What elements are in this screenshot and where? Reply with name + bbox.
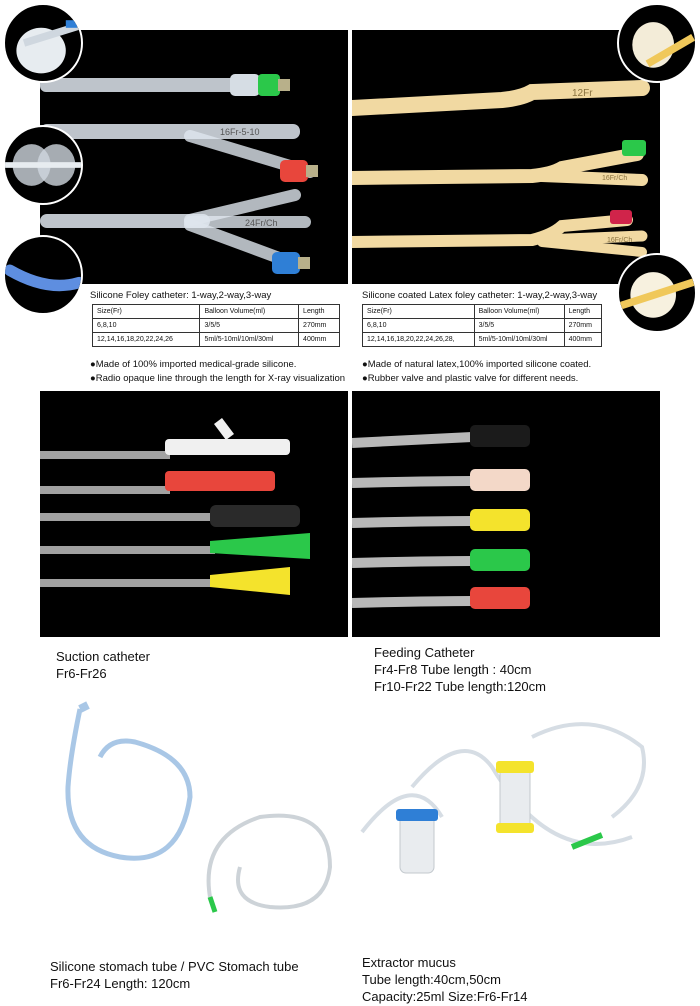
table-row: 6,8,10 3/5/5 270mm [91,318,340,333]
suction-catheter-illustration [40,418,310,595]
latex-foley-illustration: 12Fr 16Fr/Ch 16Fr/Ch [352,80,650,257]
cell-balloon: 3/5/5 [199,318,300,333]
cell-length: 400mm [298,332,340,347]
extractor-mucus-photo [352,697,660,947]
cell-size: 12,14,16,18,20,22,24,26 [91,332,201,347]
latex-3way-label: 16Fr/Ch [607,237,632,244]
silicone-foley-illustration: 16Fr-5-10 24Fr/Ch [40,74,318,274]
header-balloon: Balloon Volume(ml) [473,304,565,319]
latex-balloon-closeup-2 [617,253,697,333]
table-row: 12,14,16,18,20,22,24,26,28, 5ml/5-10ml/1… [362,332,603,347]
silicone-foley-spec-table: Size(Fr) Balloon Volume(ml) Length 6,8,1… [91,304,340,347]
silicone-2way-label: 16Fr-5-10 [220,127,260,137]
silicone-foley-title: Silicone Foley catheter: 1-way,2-way,3-w… [90,290,272,301]
product-spec: Tube length:40cm,50cm [362,972,501,987]
cell-size: 6,8,10 [91,318,201,333]
suction-catheter-caption: Suction catheter Fr6-Fr26 [56,648,150,682]
product-spec: Fr4-Fr8 Tube length : 40cm [374,662,532,677]
silicone-3way-label: 24Fr/Ch [245,218,278,228]
latex-balloon-closeup-1 [617,3,697,83]
extractor-mucus-caption: Extractor mucus Tube length:40cm,50cm Ca… [362,954,527,1005]
table-header-row: Size(Fr) Balloon Volume(ml) Length [362,304,603,319]
table-row: 12,14,16,18,20,22,24,26 5ml/5-10ml/10ml/… [91,332,340,347]
silicone-foley-photo: 16Fr-5-10 24Fr/Ch [40,30,348,284]
header-length: Length [563,304,603,319]
product-title: Feeding Catheter [374,645,475,660]
cell-size: 6,8,10 [362,318,475,333]
feeding-catheter-illustration [352,425,530,609]
stomach-tube-illustration [40,697,348,947]
header-length: Length [298,304,340,319]
bullet-item: ●Made of natural latex,100% imported sil… [362,359,592,370]
stomach-tube-caption: Silicone stomach tube / PVC Stomach tube… [50,958,299,992]
silicone-foley-bullets: ●Made of 100% imported medical-grade sil… [90,358,345,386]
latex-1way-label: 12Fr [572,88,593,99]
feeding-catheter-caption: Feeding Catheter Fr4-Fr8 Tube length : 4… [374,644,546,695]
product-title: Extractor mucus [362,955,456,970]
header-size: Size(Fr) [91,304,201,319]
header-size: Size(Fr) [362,304,475,319]
tip-closeup [3,235,83,315]
latex-foley-photo: 12Fr 16Fr/Ch 16Fr/Ch [352,30,660,284]
cell-balloon: 5ml/5-10ml/10ml/30ml [199,332,300,347]
bullet-item: ●Rubber valve and plastic valve for diff… [362,373,579,384]
product-spec: Fr6-Fr26 [56,666,107,681]
cell-balloon: 3/5/5 [473,318,565,333]
latex-foley-spec-table: Size(Fr) Balloon Volume(ml) Length 6,8,1… [362,304,603,347]
header-balloon: Balloon Volume(ml) [199,304,300,319]
product-title: Silicone stomach tube / PVC Stomach tube [50,959,299,974]
extractor-mucus-illustration [352,697,660,947]
cell-length: 400mm [563,332,603,347]
cell-length: 270mm [298,318,340,333]
suction-catheter-photo [40,391,348,637]
latex-foley-bullets: ●Made of natural latex,100% imported sil… [362,358,591,386]
cell-size: 12,14,16,18,20,22,24,26,28, [362,332,475,347]
product-spec: Capacity:25ml Size:Fr6-Fr14 [362,989,528,1004]
balloon-closeup-1 [3,3,83,83]
balloon-closeup-2 [3,125,83,205]
latex-2way-label: 16Fr/Ch [602,175,627,182]
cell-balloon: 5ml/5-10ml/10ml/30ml [473,332,565,347]
product-spec: Fr6-Fr24 Length: 120cm [50,976,191,991]
product-spec: Fr10-Fr22 Tube length:120cm [374,679,546,694]
table-header-row: Size(Fr) Balloon Volume(ml) Length [91,304,340,319]
bullet-item: ●Made of 100% imported medical-grade sil… [90,359,297,370]
latex-foley-title: Silicone coated Latex foley catheter: 1-… [362,290,598,301]
product-title: Suction catheter [56,649,150,664]
bullet-item: ●Radio opaque line through the length fo… [90,373,346,384]
table-row: 6,8,10 3/5/5 270mm [362,318,603,333]
stomach-tube-photo [40,697,348,947]
feeding-catheter-photo [352,391,660,637]
cell-length: 270mm [563,318,603,333]
